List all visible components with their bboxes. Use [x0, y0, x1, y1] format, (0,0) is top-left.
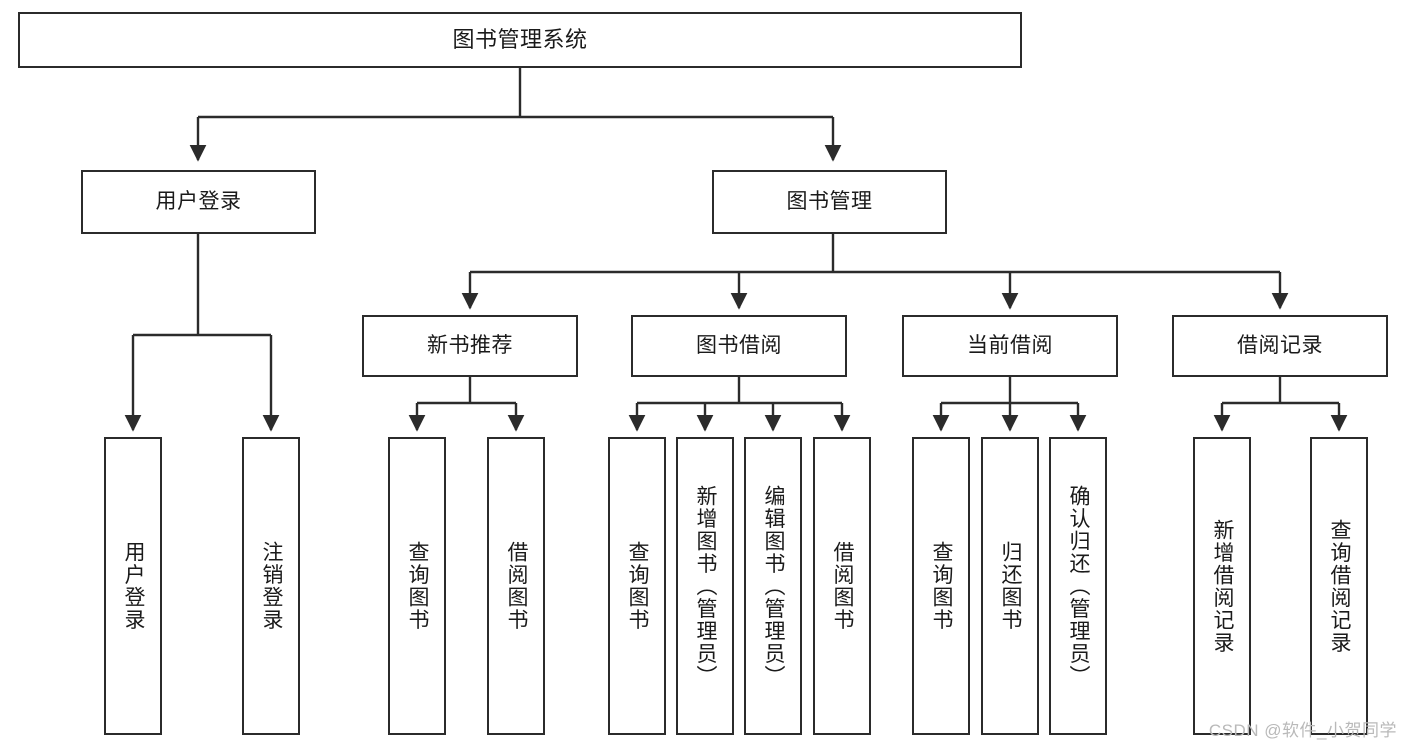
node-label: 借阅记录 [1237, 333, 1323, 357]
node-label: 借阅图书 [505, 541, 529, 631]
node-label: 借阅图书 [831, 541, 855, 631]
node-label: 用户登录 [122, 541, 146, 631]
node-label: 确认归还（管理员） [1067, 484, 1091, 688]
node-label: 注销登录 [260, 541, 284, 631]
node-label: 图书管理 [786, 189, 873, 213]
leaf-record-query-record[interactable]: 查询借阅记录 [1310, 437, 1368, 735]
node-label: 归还图书 [999, 541, 1023, 631]
node-user-login[interactable]: 用户登录 [81, 170, 316, 234]
node-book-management[interactable]: 图书管理 [712, 170, 947, 234]
node-borrow-record[interactable]: 借阅记录 [1172, 315, 1388, 377]
node-label: 新书推荐 [427, 333, 513, 357]
node-label: 查询图书 [626, 541, 650, 631]
node-root-system[interactable]: 图书管理系统 [18, 12, 1022, 68]
node-new-book-recommend[interactable]: 新书推荐 [362, 315, 578, 377]
leaf-borrow-edit-book-admin[interactable]: 编辑图书（管理员） [744, 437, 802, 735]
leaf-borrow-borrow-book[interactable]: 借阅图书 [813, 437, 871, 735]
leaf-current-confirm-return-admin[interactable]: 确认归还（管理员） [1049, 437, 1107, 735]
leaf-recommend-query-book[interactable]: 查询图书 [388, 437, 446, 735]
node-label: 编辑图书（管理员） [762, 484, 786, 688]
leaf-borrow-add-book-admin[interactable]: 新增图书（管理员） [676, 437, 734, 735]
leaf-current-query-book[interactable]: 查询图书 [912, 437, 970, 735]
leaf-recommend-borrow-book[interactable]: 借阅图书 [487, 437, 545, 735]
node-label: 图书借阅 [696, 333, 782, 357]
node-label: 新增借阅记录 [1211, 518, 1235, 654]
node-book-borrow[interactable]: 图书借阅 [631, 315, 847, 377]
node-label: 当前借阅 [967, 333, 1053, 357]
node-label: 查询图书 [930, 541, 954, 631]
node-label: 新增图书（管理员） [694, 484, 718, 688]
node-label: 查询借阅记录 [1328, 518, 1352, 654]
leaf-record-add-record[interactable]: 新增借阅记录 [1193, 437, 1251, 735]
leaf-current-return-book[interactable]: 归还图书 [981, 437, 1039, 735]
csdn-watermark: CSDN @软件_小贺同学 [1208, 721, 1397, 740]
node-label: 用户登录 [155, 189, 242, 213]
leaf-borrow-query-book[interactable]: 查询图书 [608, 437, 666, 735]
leaf-user-login-login[interactable]: 用户登录 [104, 437, 162, 735]
node-label: 图书管理系统 [452, 27, 588, 53]
leaf-user-login-logout[interactable]: 注销登录 [242, 437, 300, 735]
node-label: 查询图书 [406, 541, 430, 631]
node-current-borrow[interactable]: 当前借阅 [902, 315, 1118, 377]
